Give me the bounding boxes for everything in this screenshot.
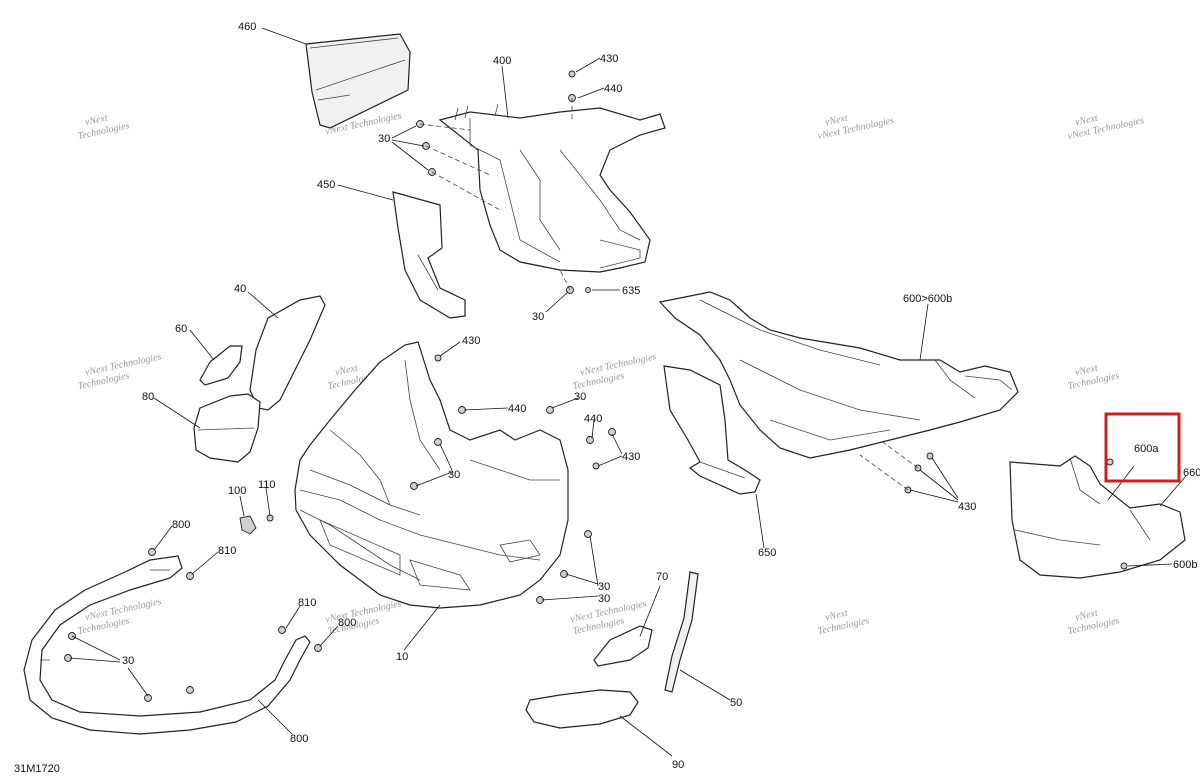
callout-40: 40	[234, 283, 246, 295]
callout-650: 650	[758, 547, 776, 559]
callout-30: 30	[598, 593, 610, 605]
svg-text:vNext: vNext	[84, 113, 109, 129]
callout-600-600b: 600>600b	[903, 293, 952, 305]
part-40-pad	[249, 295, 326, 411]
part-460-panel	[305, 33, 411, 129]
callout-635: 635	[622, 285, 640, 297]
watermark: vNext Technologies	[817, 608, 871, 637]
callout-60: 60	[175, 323, 187, 335]
callout-30: 30	[574, 391, 586, 403]
part-10-front-nose	[294, 341, 569, 609]
callout-450: 450	[317, 179, 335, 191]
part-650-panel	[663, 365, 761, 495]
svg-text:vNext: vNext	[824, 113, 849, 129]
callout-800: 800	[290, 733, 308, 745]
part-600-side-panel	[658, 291, 1019, 459]
svg-text:vNext: vNext	[1074, 363, 1099, 379]
leader-lines	[69, 27, 1187, 757]
watermark: vNext vNext Technologies	[817, 113, 895, 142]
part-800-bumper	[23, 555, 311, 735]
watermark: vNext Technologies Technologies	[572, 351, 658, 392]
callout-400: 400	[493, 55, 511, 67]
svg-text:vNext: vNext	[1074, 113, 1099, 129]
part-80-piece	[193, 393, 261, 463]
callout-430: 430	[622, 451, 640, 463]
callout-460: 460	[238, 21, 256, 33]
highlight-box	[1104, 412, 1181, 483]
callout-810: 810	[298, 597, 316, 609]
diagram-id: 31M1720	[14, 763, 60, 775]
part-660-cover	[1009, 455, 1186, 579]
alignment-lines	[419, 98, 919, 491]
part-450-pad	[392, 191, 466, 319]
callout-430: 430	[462, 335, 480, 347]
callout-600b: 600b	[1173, 559, 1197, 571]
callout-660: 660	[1183, 467, 1200, 479]
callout-800: 800	[172, 519, 190, 531]
watermark: vNext Technologies	[77, 113, 131, 142]
callout-440: 440	[508, 403, 526, 415]
part-100-bracket	[239, 514, 274, 535]
callout-430: 430	[600, 53, 618, 65]
callout-440: 440	[604, 83, 622, 95]
callout-80: 80	[142, 391, 154, 403]
part-400-housing	[438, 103, 666, 273]
callout-600a: 600a	[1134, 443, 1159, 455]
watermark: vNext Technologies	[1067, 608, 1121, 637]
watermark: vNext Technologies Technologies	[324, 598, 402, 637]
part-60-piece	[199, 345, 243, 386]
part-50-strip	[664, 571, 699, 693]
callout-430: 430	[958, 501, 976, 513]
callout-30: 30	[378, 133, 390, 145]
watermark: vNext Technologies Technologies	[77, 351, 163, 392]
part-90-piece	[525, 689, 639, 729]
callout-30: 30	[448, 469, 460, 481]
callout-90: 90	[672, 759, 684, 771]
callout-440: 440	[584, 413, 602, 425]
callout-10: 10	[396, 651, 408, 663]
part-70-piece	[593, 625, 653, 667]
callout-70: 70	[656, 571, 668, 583]
callout-50: 50	[730, 697, 742, 709]
callout-labels: 460 400 430 440 30 450 30 635 600>600b 4…	[122, 21, 1200, 771]
callout-30: 30	[598, 581, 610, 593]
callout-30: 30	[532, 311, 544, 323]
watermark: vNext Technologies	[1067, 363, 1121, 392]
svg-text:vNext: vNext	[1074, 608, 1099, 624]
callout-100: 100	[228, 485, 246, 497]
watermark: vNext vNext Technologies	[1067, 113, 1145, 142]
svg-text:vNext: vNext	[824, 608, 849, 624]
callout-110: 110	[258, 479, 276, 491]
callout-30: 30	[122, 655, 134, 667]
callout-810: 810	[218, 545, 236, 557]
svg-text:vNext: vNext	[334, 363, 359, 379]
callout-800: 800	[338, 617, 356, 629]
